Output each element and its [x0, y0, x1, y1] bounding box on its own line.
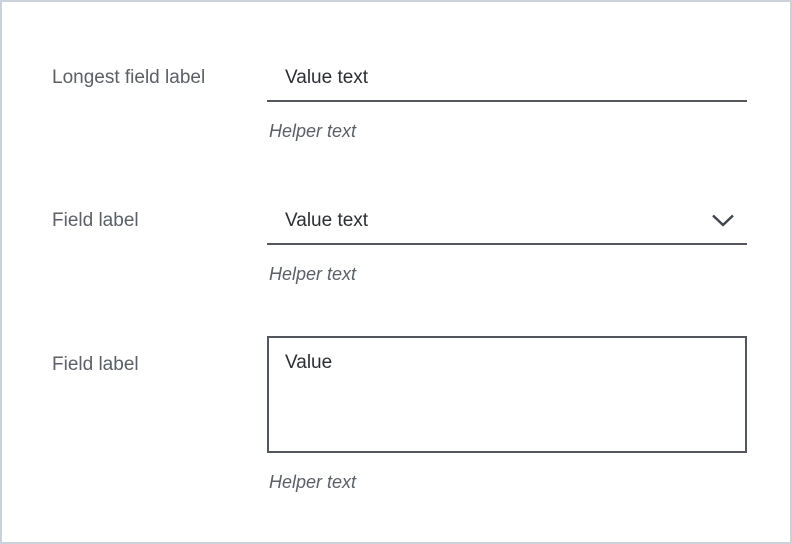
select-input[interactable]: Value text — [267, 209, 747, 245]
helper-text: Helper text — [269, 264, 357, 284]
field-label: Field label — [52, 210, 139, 231]
select-value: Value text — [285, 210, 369, 231]
field-column: Value Helper text — [267, 336, 747, 493]
form-row-select: Field label Value text Helper text — [52, 209, 747, 285]
field-label: Longest field label — [52, 67, 206, 88]
field-label: Field label — [52, 354, 139, 375]
textarea-input[interactable]: Value — [267, 336, 747, 453]
helper-text: Helper text — [269, 472, 357, 492]
field-column: Value text Helper text — [267, 209, 747, 285]
form-row-text-input: Longest field label Helper text — [52, 66, 747, 142]
helper-text: Helper text — [269, 121, 357, 141]
form-row-textarea: Field label Value Helper text — [52, 336, 747, 493]
field-column: Helper text — [267, 66, 747, 142]
text-input[interactable] — [267, 66, 747, 102]
chevron-down-icon — [711, 214, 735, 227]
